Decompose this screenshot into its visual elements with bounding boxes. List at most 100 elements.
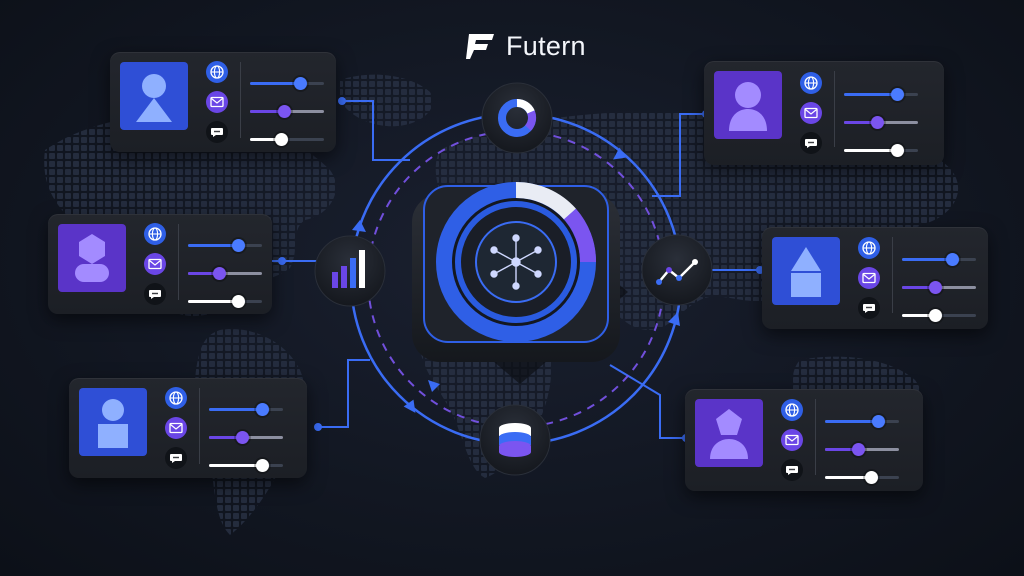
- flow-arrow-icon: [613, 147, 627, 160]
- slider-knob[interactable]: [278, 105, 292, 118]
- divider: [240, 62, 241, 138]
- slider-knob[interactable]: [864, 471, 878, 484]
- white-slider[interactable]: [902, 309, 976, 322]
- chat-icon[interactable]: [781, 459, 803, 481]
- mail-icon[interactable]: [858, 267, 880, 289]
- profile-card-bottom-right[interactable]: [685, 389, 923, 491]
- flow-arrow-icon: [428, 380, 440, 392]
- contact-icons: [800, 72, 822, 162]
- purple-slider[interactable]: [209, 431, 283, 444]
- chat-icon[interactable]: [144, 283, 166, 305]
- mail-icon[interactable]: [144, 253, 166, 275]
- node-left[interactable]: [314, 235, 386, 307]
- slider-knob[interactable]: [232, 239, 246, 252]
- slider-fill: [844, 121, 878, 124]
- blue-slider[interactable]: [902, 253, 976, 266]
- globe-icon[interactable]: [858, 237, 880, 259]
- globe-icon[interactable]: [165, 387, 187, 409]
- globe-icon[interactable]: [206, 61, 228, 83]
- flow-arrow-icon: [668, 312, 680, 326]
- blue-slider[interactable]: [188, 239, 262, 252]
- slider-knob[interactable]: [256, 403, 270, 416]
- connector-lines: [272, 100, 760, 439]
- chat-icon[interactable]: [858, 297, 880, 319]
- slider-knob[interactable]: [236, 431, 250, 444]
- node-bottom[interactable]: [479, 404, 551, 476]
- purple-slider[interactable]: [188, 267, 262, 280]
- avatar: [714, 71, 782, 139]
- globe-icon[interactable]: [800, 72, 822, 94]
- chat-icon[interactable]: [800, 132, 822, 154]
- slider-knob[interactable]: [891, 88, 905, 101]
- slider-fill: [209, 408, 263, 411]
- blue-slider[interactable]: [844, 88, 918, 101]
- slider-knob[interactable]: [852, 443, 866, 456]
- brand: Futern: [466, 28, 586, 64]
- divider: [815, 399, 816, 475]
- profile-card-top-right[interactable]: [704, 61, 944, 165]
- slider-fill: [250, 82, 301, 85]
- slider-fill: [902, 258, 953, 261]
- blue-slider[interactable]: [209, 403, 283, 416]
- mail-icon[interactable]: [781, 429, 803, 451]
- profile-card-mid-left[interactable]: [48, 214, 272, 314]
- slider-fill: [188, 244, 239, 247]
- white-slider[interactable]: [209, 459, 283, 472]
- slider-knob[interactable]: [213, 267, 227, 280]
- purple-slider[interactable]: [825, 443, 899, 456]
- square-person-icon: [98, 399, 128, 448]
- chat-icon[interactable]: [206, 121, 228, 143]
- purple-slider[interactable]: [844, 116, 918, 129]
- white-slider[interactable]: [250, 133, 324, 146]
- avatar: [772, 237, 840, 305]
- mail-icon[interactable]: [206, 91, 228, 113]
- avatar: [79, 388, 147, 456]
- bar-chart-icon: [332, 250, 365, 288]
- purple-slider[interactable]: [250, 105, 324, 118]
- slider-fill: [209, 464, 263, 467]
- slider-knob[interactable]: [871, 116, 885, 129]
- slider-fill: [825, 420, 879, 423]
- profile-card-top-left[interactable]: [110, 52, 336, 152]
- mail-icon[interactable]: [800, 102, 822, 124]
- globe-icon[interactable]: [781, 399, 803, 421]
- slider-fill: [825, 448, 859, 451]
- profile-card-bottom-left[interactable]: [69, 378, 307, 478]
- blue-slider[interactable]: [825, 415, 899, 428]
- white-slider[interactable]: [188, 295, 262, 308]
- slider-fill: [902, 314, 936, 317]
- chat-icon[interactable]: [165, 447, 187, 469]
- person-icon: [136, 74, 172, 122]
- flow-arrow-icon: [403, 399, 416, 413]
- white-slider[interactable]: [844, 144, 918, 157]
- slider-knob[interactable]: [946, 253, 960, 266]
- network-hub-icon: [490, 234, 542, 290]
- slider-knob[interactable]: [872, 415, 886, 428]
- profile-card-mid-right[interactable]: [762, 227, 988, 329]
- slider-fill: [188, 300, 239, 303]
- avatar: [58, 224, 126, 292]
- slider-fill: [250, 138, 282, 141]
- mail-icon[interactable]: [165, 417, 187, 439]
- avatar: [695, 399, 763, 467]
- slider-knob[interactable]: [232, 295, 246, 308]
- contact-icons: [165, 387, 187, 477]
- slider-knob[interactable]: [891, 144, 905, 157]
- slider-fill: [844, 149, 898, 152]
- contact-icons: [858, 237, 880, 327]
- slider-knob[interactable]: [929, 309, 943, 322]
- contact-icons: [781, 399, 803, 489]
- flow-arrow-icon: [352, 220, 366, 232]
- slider-fill: [902, 286, 936, 289]
- node-top[interactable]: [481, 82, 553, 154]
- purple-slider[interactable]: [902, 281, 976, 294]
- node-right[interactable]: [641, 234, 713, 306]
- globe-icon[interactable]: [144, 223, 166, 245]
- blue-slider[interactable]: [250, 77, 324, 90]
- slider-knob[interactable]: [294, 77, 308, 90]
- slider-knob[interactable]: [929, 281, 943, 294]
- slider-knob[interactable]: [256, 459, 270, 472]
- white-slider[interactable]: [825, 471, 899, 484]
- slider-knob[interactable]: [275, 133, 289, 146]
